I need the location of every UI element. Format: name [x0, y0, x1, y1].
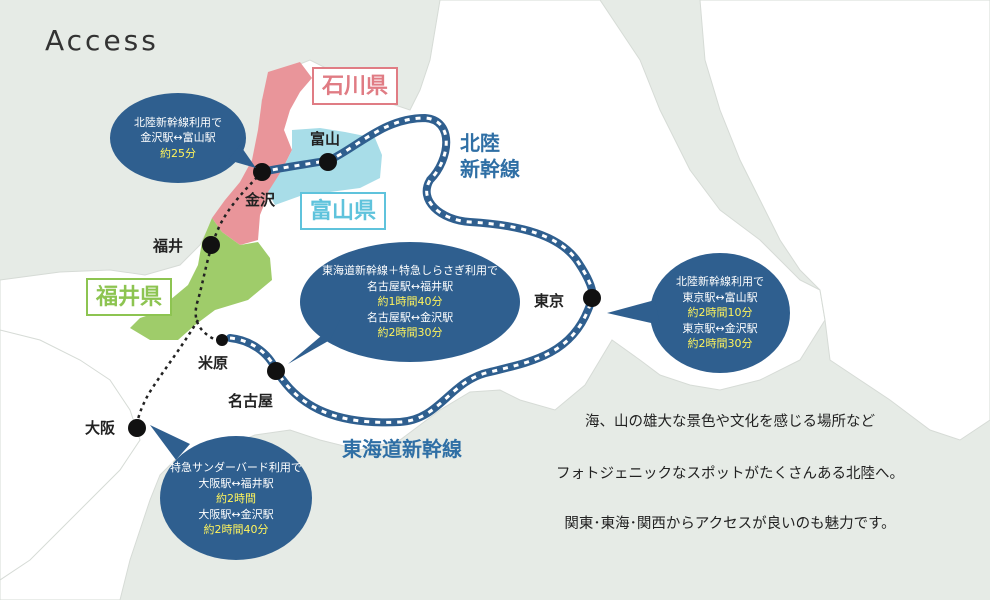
- bubble-kanazawa-toyama-line-2: 金沢駅↔富山駅: [140, 131, 216, 145]
- bubble-nagoya-line-4: 名古屋駅↔金沢駅: [366, 310, 454, 324]
- bubble-nagoya-line-5: 約2時間30分: [377, 326, 443, 340]
- bubble-nagoya-line-1: 東海道新幹線＋特急しらさぎ利用で: [322, 264, 498, 278]
- osaka-station-dot: [128, 419, 146, 437]
- maibara-station-dot: [216, 334, 228, 346]
- bubble-osaka-line-4: 大阪駅↔金沢駅: [198, 507, 274, 521]
- maibara-station-label: 米原: [198, 354, 229, 372]
- fukui-label: 福井県: [86, 278, 173, 316]
- nagoya-station-dot: [267, 362, 285, 380]
- bubble-tokyo-line-1: 北陸新幹線利用で: [676, 275, 764, 289]
- bubble-kanazawa-toyama-line-3: 約25分: [160, 146, 196, 160]
- bubble-tokyo-line-5: 約2時間30分: [687, 337, 753, 351]
- bubble-osaka-line-5: 約2時間40分: [203, 523, 269, 537]
- hokuriku-line-label-1: 北陸: [460, 131, 500, 155]
- bubble-tokyo-line-2: 東京駅↔富山駅: [682, 290, 758, 304]
- kanazawa-station-label: 金沢: [245, 191, 276, 209]
- bubble-nagoya-line-3: 約1時間40分: [377, 295, 443, 309]
- bubble-kanazawa-toyama: 北陸新幹線利用で 金沢駅↔富山駅 約25分: [110, 95, 246, 181]
- message-line-2: フォトジェニックなスポットがたくさんある北陸へ。: [556, 466, 904, 482]
- tokaido-line-label: 東海道新幹線: [342, 437, 462, 461]
- bubble-nagoya: 東海道新幹線＋特急しらさぎ利用で 名古屋駅↔福井駅 約1時間40分 名古屋駅↔金…: [302, 248, 518, 356]
- toyama-label: 富山県: [300, 192, 387, 230]
- bubble-kanazawa-toyama-line-1: 北陸新幹線利用で: [134, 115, 222, 129]
- fukui-station-dot: [202, 236, 220, 254]
- bubble-tokyo-line-4: 東京駅↔金沢駅: [682, 321, 758, 335]
- kanazawa-station-dot: [253, 163, 271, 181]
- message-line-1: 海、山の雄大な景色や文化を感じる場所など: [585, 414, 875, 430]
- osaka-station-label: 大阪: [85, 419, 116, 437]
- bubble-osaka: 特急サンダーバード利用で 大阪駅↔福井駅 約2時間 大阪駅↔金沢駅 約2時間40…: [160, 444, 312, 554]
- bubble-shapes: [110, 93, 790, 560]
- bubble-osaka-line-1: 特急サンダーバード利用で: [170, 461, 302, 475]
- fukui-station-label: 福井: [153, 237, 184, 255]
- bubble-osaka-line-3: 約2時間: [216, 492, 256, 506]
- nagoya-station-label: 名古屋: [228, 392, 274, 410]
- hokuriku-line-label: 北陸 新幹線: [460, 130, 520, 182]
- page-heading: Access: [45, 24, 159, 57]
- hokuriku-line-label-2: 新幹線: [460, 157, 520, 181]
- message-line-3: 関東･東海･関西からアクセスが良いのも魅力です。: [564, 516, 896, 532]
- bubble-tokyo: 北陸新幹線利用で 東京駅↔富山駅 約2時間10分 東京駅↔金沢駅 約2時間30分: [650, 258, 790, 368]
- bubble-osaka-line-2: 大阪駅↔福井駅: [198, 476, 274, 490]
- tokyo-station-dot: [583, 289, 601, 307]
- bubble-nagoya-line-2: 名古屋駅↔福井駅: [366, 279, 454, 293]
- bubble-tokyo-line-3: 約2時間10分: [687, 306, 753, 320]
- ishikawa-label: 石川県: [312, 67, 399, 105]
- land-north: [699, 0, 990, 441]
- toyama-station-dot: [319, 153, 337, 171]
- land-south: [0, 329, 141, 581]
- tokyo-station-label: 東京: [534, 292, 565, 310]
- toyama-station-label: 富山: [310, 130, 341, 148]
